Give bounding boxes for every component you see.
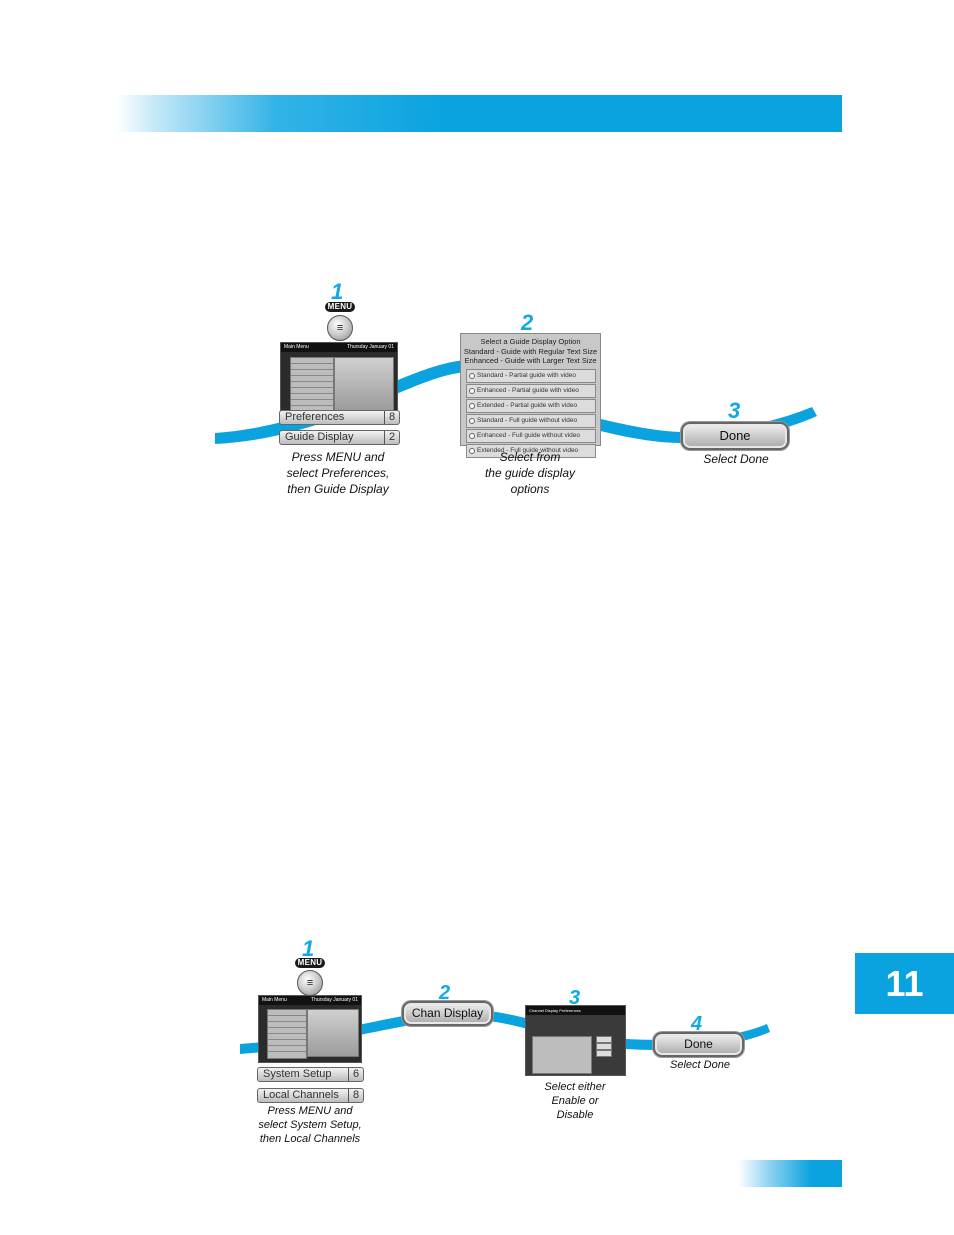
s1-main-menu-screen: Main Menu Thursday January 01 — [280, 342, 398, 416]
s1-menu-label: MENU — [325, 302, 355, 312]
s2-step3-number: 3 — [569, 987, 581, 1009]
screen-menu-list — [267, 1009, 307, 1059]
s1-menu-button[interactable]: ≡ — [327, 315, 353, 341]
s1-step3-caption: Select Done — [703, 452, 769, 466]
screen-title: Main Menu — [262, 997, 287, 1003]
s1-menu-item-preferences[interactable]: Preferences 8 — [279, 410, 400, 425]
s2-menu-item-system-setup[interactable]: System Setup 6 — [257, 1067, 364, 1082]
screen-title: Main Menu — [284, 344, 309, 350]
guide-display-header: Select a Guide Display Option Standard -… — [463, 337, 598, 365]
screen-header: Channel Display Preferences — [526, 1006, 625, 1015]
screen-save-button — [596, 1036, 612, 1043]
radio-icon — [469, 402, 475, 409]
s1-menu-item-guide-display[interactable]: Guide Display 2 — [279, 430, 400, 445]
s2-channel-display-screen: Channel Display Preferences — [525, 1005, 626, 1076]
s2-main-menu-screen: Main Menu Thursday January 01 — [258, 995, 362, 1063]
s2-chan-display-button[interactable]: Chan Display — [402, 1001, 493, 1026]
radio-icon — [469, 387, 475, 394]
guide-option[interactable]: Enhanced - Full guide without video — [466, 428, 596, 443]
s2-step3-caption: Select either Enable or Disable — [544, 1081, 606, 1121]
radio-icon — [469, 447, 475, 454]
s2-step1-caption: Press MENU and select System Setup, then… — [258, 1105, 362, 1145]
s2-menu-item-local-channels[interactable]: Local Channels 8 — [257, 1088, 364, 1103]
s1-step1-caption: Press MENU and select Preferences, then … — [286, 450, 390, 496]
screen-date: Thursday January 01 — [347, 344, 394, 350]
guide-option[interactable]: Extended - Partial guide with video — [466, 398, 596, 413]
screen-options-box — [532, 1036, 592, 1074]
s2-step1-number: 1 — [302, 936, 315, 961]
radio-icon — [469, 432, 475, 439]
guide-option[interactable]: Enhanced - Partial guide with video — [466, 383, 596, 398]
s1-step2-number: 2 — [521, 310, 534, 335]
radio-icon — [469, 372, 475, 379]
s1-step3-number: 3 — [728, 398, 741, 423]
s1-step1-number: 1 — [331, 279, 344, 304]
screen-header: Main Menu Thursday January 01 — [259, 996, 361, 1005]
s2-menu-label: MENU — [295, 958, 325, 968]
header-color-bar — [116, 95, 842, 132]
screen-help-button — [596, 1050, 612, 1057]
screen-menu-list — [290, 357, 334, 413]
screen-title: Channel Display Preferences — [529, 1008, 581, 1013]
s2-step4-number: 4 — [691, 1013, 703, 1035]
menu-lines-icon: ≡ — [336, 321, 344, 334]
s1-step2-caption: Select from the guide display options — [484, 450, 576, 496]
s1-done-button[interactable]: Done — [681, 422, 789, 450]
s1-guide-display-panel: Select a Guide Display Option Standard -… — [460, 333, 601, 458]
guide-option[interactable]: Standard - Partial guide with video — [466, 368, 596, 383]
s2-done-button[interactable]: Done — [653, 1032, 744, 1057]
screen-cancel-button — [596, 1043, 612, 1050]
guide-option[interactable]: Standard - Full guide without video — [466, 413, 596, 428]
screen-header: Main Menu Thursday January 01 — [281, 343, 397, 352]
radio-icon — [469, 417, 475, 424]
chapter-tab: 11 — [855, 953, 954, 1014]
s2-step4-caption: Select Done — [670, 1059, 730, 1071]
screen-video-window — [334, 357, 394, 411]
menu-lines-icon: ≡ — [306, 976, 314, 989]
screen-date: Thursday January 01 — [311, 997, 358, 1003]
guide-option[interactable]: Extended - Full guide without video — [466, 443, 596, 458]
s2-step2-number: 2 — [439, 982, 451, 1004]
footer-color-bar — [738, 1160, 842, 1187]
screen-video-window — [307, 1009, 359, 1057]
s2-menu-button[interactable]: ≡ — [297, 970, 323, 996]
